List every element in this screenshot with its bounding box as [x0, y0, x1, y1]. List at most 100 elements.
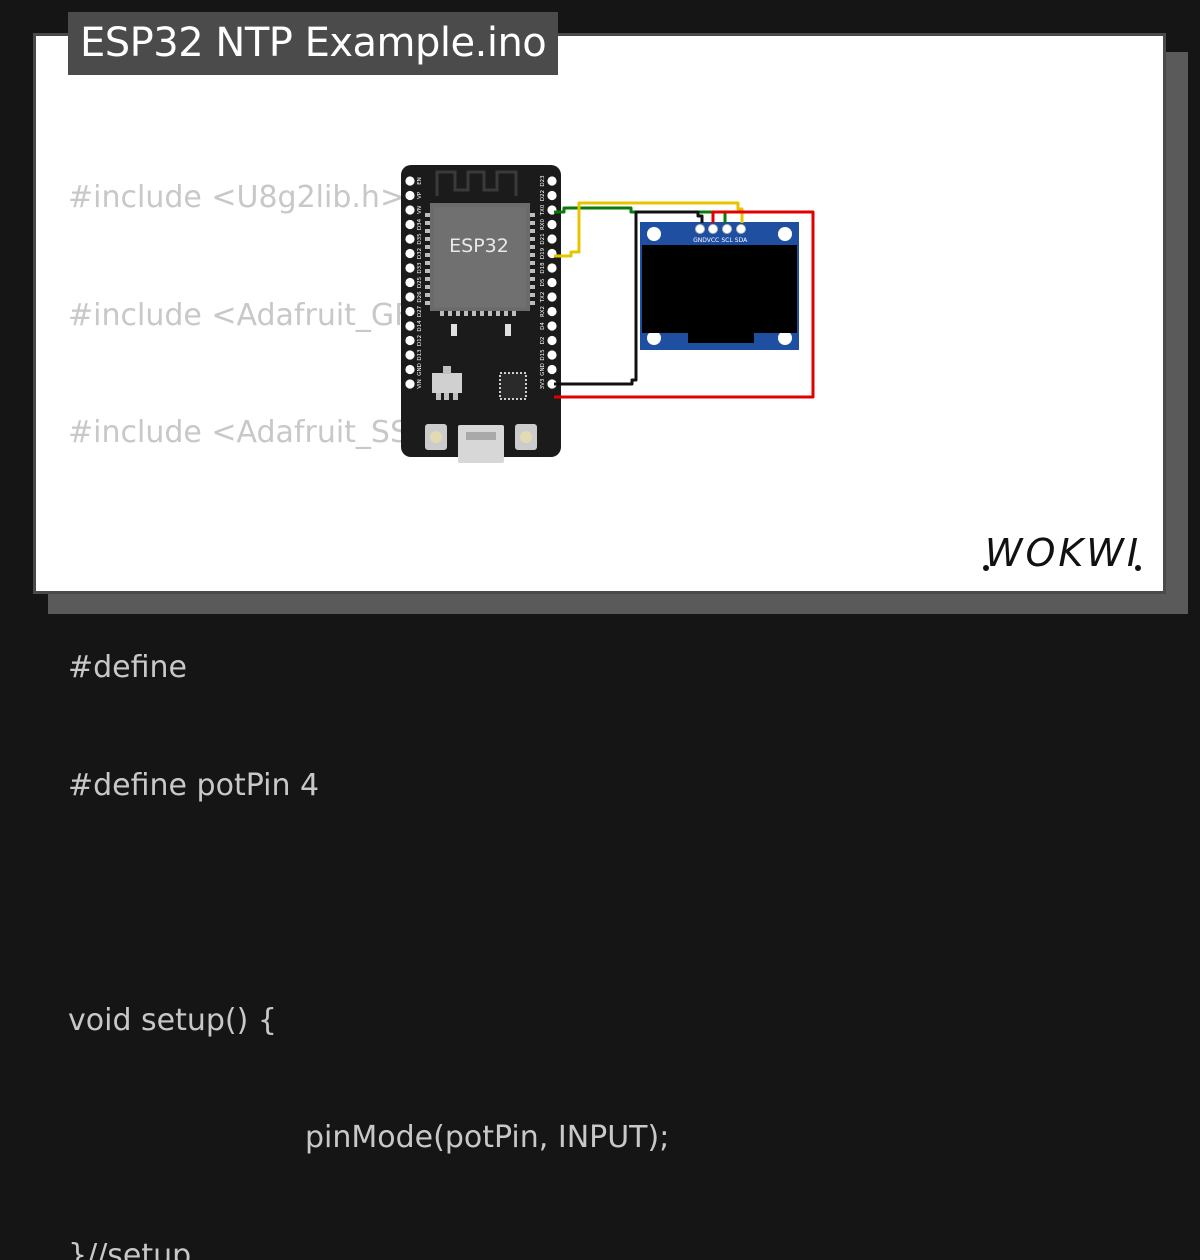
pin-label: VN — [417, 206, 423, 214]
pin-label: D12 — [417, 335, 423, 346]
header-pin[interactable] — [547, 220, 556, 229]
oled-pin[interactable] — [696, 225, 705, 234]
wokwi-logo-text: WOKWI — [985, 531, 1141, 575]
regulator-tab — [443, 366, 451, 374]
header-pin[interactable] — [547, 365, 556, 374]
header-pin[interactable] — [547, 234, 556, 243]
oled-pin[interactable] — [709, 225, 718, 234]
header-pin[interactable] — [405, 191, 414, 200]
micro-usb-port — [458, 425, 504, 463]
voltage-regulator — [432, 373, 462, 393]
esp32-module-shield — [434, 207, 526, 307]
pin-label: RX0 — [540, 218, 546, 230]
castellation — [456, 311, 460, 316]
pin-label: VIN — [417, 379, 423, 389]
left-pin-labels: ENVPVND34D35D32D33D25D26D27D14D12D13GNDV… — [417, 177, 423, 389]
header-pin[interactable] — [405, 307, 414, 316]
castellation — [496, 311, 500, 316]
micro-usb-slot — [466, 432, 496, 440]
castellation — [530, 245, 535, 249]
pin-label: VP — [417, 191, 423, 199]
header-pin[interactable] — [547, 278, 556, 287]
header-pin[interactable] — [405, 234, 414, 243]
reset-button-cap[interactable] — [520, 431, 532, 443]
right-pin-labels: D23D22TX0RX0D21D19D18D5TX2RX2D4D2D15GND3… — [540, 175, 546, 390]
oled-pin-label: SDA — [735, 237, 748, 244]
header-pin[interactable] — [405, 278, 414, 287]
pin-label: D15 — [540, 349, 546, 361]
header-pin[interactable] — [405, 249, 414, 258]
pin-label: D32 — [417, 248, 423, 259]
oled-pin[interactable] — [737, 225, 746, 234]
castellation — [448, 311, 452, 316]
header-pin[interactable] — [547, 263, 556, 272]
pin-label: D18 — [540, 262, 546, 274]
pin-label: GND — [540, 363, 546, 376]
castellation — [530, 277, 535, 281]
mount-hole — [778, 331, 792, 345]
pin-label: D14 — [417, 320, 423, 332]
pin-label: 3V3 — [540, 378, 546, 389]
header-pin[interactable] — [547, 176, 556, 185]
header-pin[interactable] — [405, 220, 414, 229]
pin-label: GND — [417, 363, 423, 376]
header-pin[interactable] — [405, 350, 414, 359]
castellation — [425, 301, 430, 305]
header-pin[interactable] — [547, 292, 556, 301]
castellation — [512, 311, 516, 316]
code-line: #define — [68, 644, 669, 692]
castellation — [425, 221, 430, 225]
right-pin-header[interactable] — [547, 176, 556, 388]
header-pin[interactable] — [547, 307, 556, 316]
oled-pin[interactable] — [723, 225, 732, 234]
header-pin[interactable] — [405, 292, 414, 301]
castellation — [530, 285, 535, 289]
pin-label: EN — [417, 177, 423, 185]
castellation — [425, 229, 430, 233]
castellation — [425, 213, 430, 217]
regulator-pin — [436, 393, 441, 400]
code-line: pinMode(potPin, INPUT); — [68, 1114, 669, 1162]
smd-component — [451, 324, 457, 336]
smd-component — [505, 324, 511, 336]
esp32-board[interactable]: ESP32 ENVPVND34D35D32D33D25D26D27D14D12D… — [401, 165, 561, 463]
castellation — [464, 311, 468, 316]
pin-label: D23 — [540, 175, 546, 187]
regulator-pin — [444, 393, 449, 400]
header-pin[interactable] — [405, 263, 414, 272]
oled-screen — [642, 245, 797, 333]
header-pin[interactable] — [547, 321, 556, 330]
boot-button-cap[interactable] — [430, 431, 442, 443]
header-pin[interactable] — [405, 176, 414, 185]
castellation — [530, 221, 535, 225]
header-pin[interactable] — [405, 336, 414, 345]
header-pin[interactable] — [405, 321, 414, 330]
pin-label: D27 — [417, 305, 423, 317]
castellation — [530, 237, 535, 241]
header-pin[interactable] — [405, 379, 414, 388]
castellation — [425, 277, 430, 281]
code-line — [68, 879, 669, 927]
castellation — [425, 253, 430, 257]
castellation — [530, 261, 535, 265]
header-pin[interactable] — [547, 336, 556, 345]
pin-label: D26 — [417, 291, 423, 303]
pin-label: D34 — [417, 218, 423, 230]
castellation — [425, 269, 430, 273]
header-pin[interactable] — [547, 350, 556, 359]
header-pin[interactable] — [547, 191, 556, 200]
pin-label: D35 — [417, 233, 423, 245]
chip-label: ESP32 — [449, 235, 509, 257]
pin-label: D21 — [540, 233, 546, 244]
castellation — [530, 253, 535, 257]
pin-label: D5 — [540, 278, 546, 286]
castellation — [425, 237, 430, 241]
header-pin[interactable] — [405, 205, 414, 214]
header-pin[interactable] — [405, 365, 414, 374]
code-line: void setup() { — [68, 997, 669, 1045]
wokwi-logo: WOKWI — [978, 528, 1148, 576]
left-pin-header[interactable] — [405, 176, 414, 388]
pin-label: TX0 — [540, 204, 546, 216]
